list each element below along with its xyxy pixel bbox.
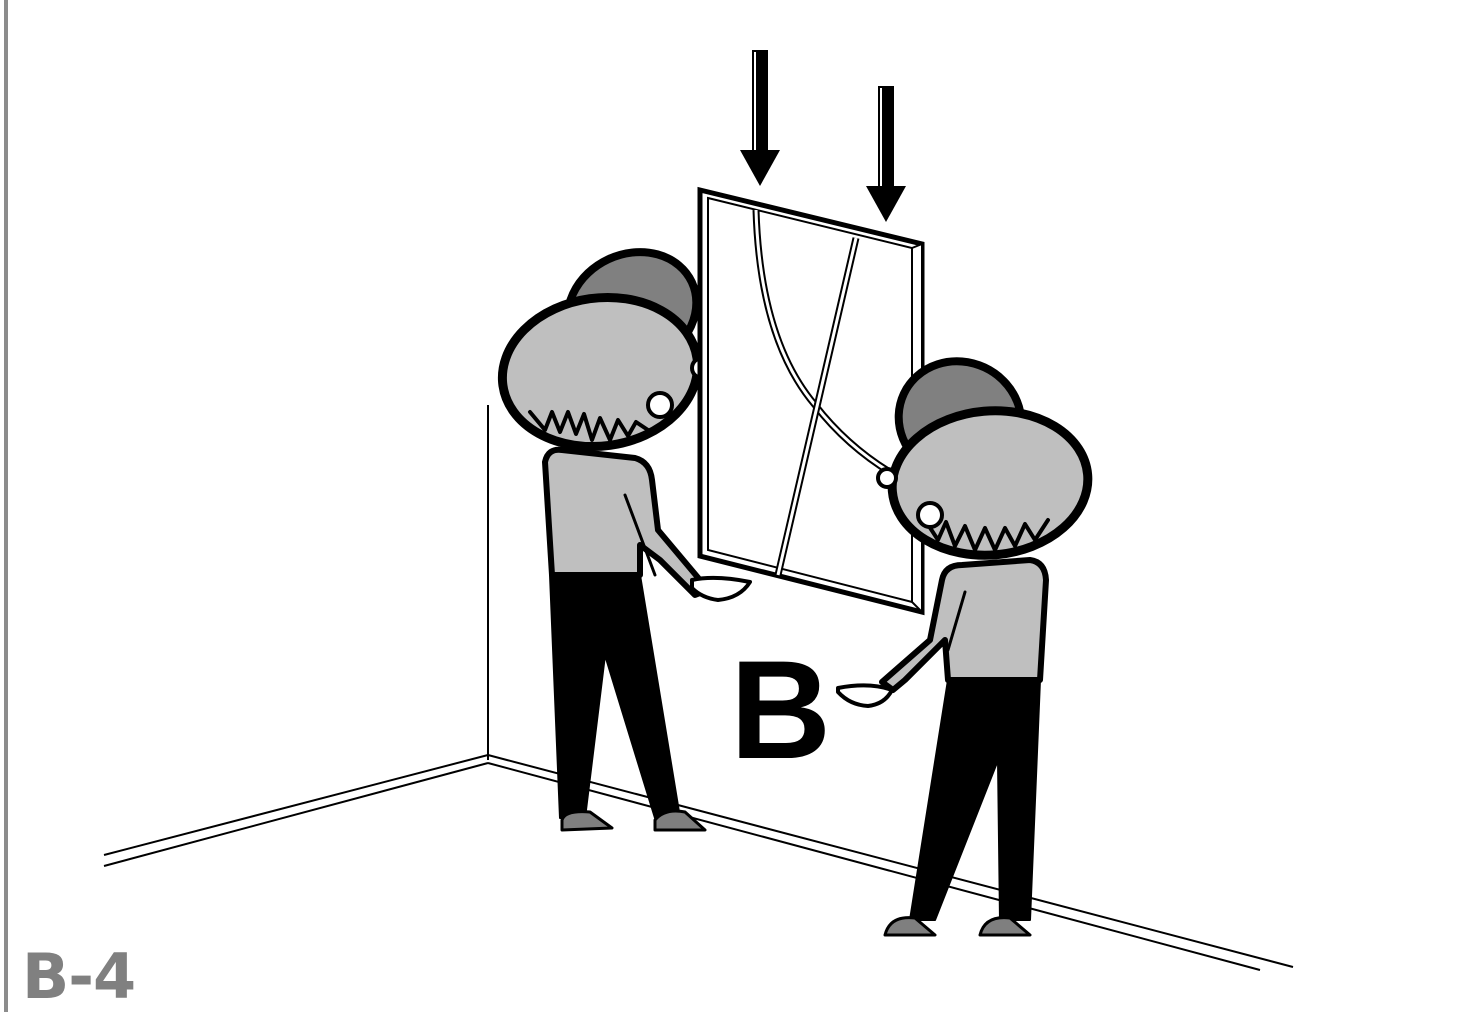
panel-label: B [730, 640, 831, 780]
down-arrow-icon [740, 50, 780, 186]
mirror-panel [700, 190, 922, 612]
step-label: B-4 [22, 946, 135, 1008]
down-arrow-icon [866, 86, 906, 222]
